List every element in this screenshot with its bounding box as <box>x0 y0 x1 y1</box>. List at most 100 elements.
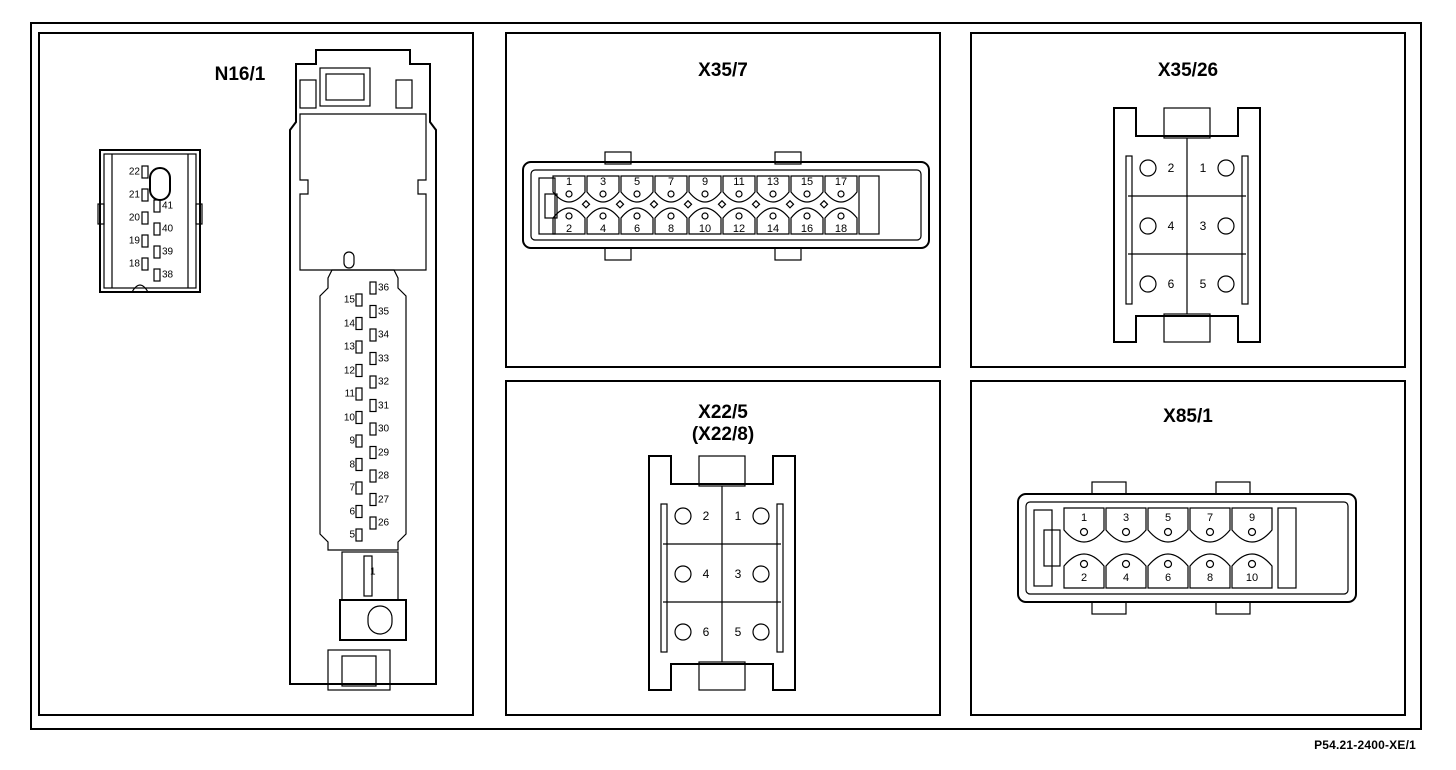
pin-cavity <box>1063 507 1105 543</box>
pin-contact <box>565 212 573 220</box>
panel-title: N16/1 <box>214 64 266 85</box>
pin-label: 6 <box>633 223 641 235</box>
pin-label: 1 <box>1080 512 1088 524</box>
pin-contact <box>769 212 777 220</box>
connector-outline <box>544 193 558 219</box>
pin-label: 15 <box>343 294 355 306</box>
connector-outline <box>1277 507 1297 589</box>
pin-label: 36 <box>378 282 390 294</box>
connector-outline <box>395 79 413 109</box>
pin-label: 26 <box>378 517 390 529</box>
pin-label: 8 <box>1206 572 1214 584</box>
pin-contact <box>1217 275 1235 293</box>
pin-contact <box>674 507 692 525</box>
pin-label: 35 <box>378 306 390 317</box>
pin-label: 18 <box>834 223 848 235</box>
pin-label: 2 <box>565 223 573 235</box>
connector-outline <box>858 175 880 235</box>
pin-slot <box>141 188 149 202</box>
panel-title: X22/5 <box>698 402 748 423</box>
pin-label: 29 <box>378 447 390 458</box>
x35-7-housing <box>522 161 930 249</box>
pin-separator <box>615 199 625 209</box>
pin-separator <box>819 199 829 209</box>
pin-label: 39 <box>162 246 174 258</box>
pin-contact <box>1163 559 1173 569</box>
pin-contact <box>1247 559 1257 569</box>
pin-label: 14 <box>343 318 355 329</box>
pin-label: 7 <box>667 176 675 188</box>
pin-slot <box>141 234 149 248</box>
pin-label: 4 <box>702 567 710 581</box>
pin-slot <box>153 222 161 236</box>
pin-slot <box>369 375 377 389</box>
pin-label: 18 <box>128 258 140 270</box>
pin-slot <box>141 257 149 271</box>
small-connector-housing <box>99 149 201 293</box>
panel-title: X35/26 <box>1157 60 1219 81</box>
pin-label: 12 <box>732 223 746 235</box>
pin-label: 32 <box>378 376 390 388</box>
pin-contact <box>752 507 770 525</box>
pin-label: 3 <box>1122 512 1130 524</box>
connector-outline <box>538 177 556 235</box>
pin-slot <box>355 363 363 378</box>
pin-slot <box>355 340 363 354</box>
connector-outline <box>363 555 373 597</box>
pin-contact <box>735 212 743 220</box>
pin-label: 2 <box>1080 572 1088 584</box>
pin-cavity <box>756 175 790 203</box>
pin-contact <box>1121 559 1131 569</box>
connector-outline <box>1025 501 1349 595</box>
pin-contact <box>1247 527 1257 537</box>
pin-label: 22 <box>128 166 140 178</box>
pin-label: 12 <box>343 365 355 376</box>
connector-outline <box>343 251 355 269</box>
connector-outline <box>660 503 668 653</box>
connector-outline <box>604 151 632 165</box>
pin-label: 15 <box>800 176 814 188</box>
pin-cavity <box>1147 553 1189 589</box>
pin-slot <box>369 469 377 483</box>
pin-cavity <box>824 207 858 235</box>
pin-contact <box>1079 527 1089 537</box>
pin-contact <box>837 212 845 220</box>
pin-label: 3 <box>734 567 742 581</box>
pin-label: 9 <box>349 435 355 447</box>
pin-separator <box>581 199 591 209</box>
long-connector-pin-field <box>319 269 407 551</box>
pin-contact <box>599 212 607 220</box>
pin-label: 19 <box>128 235 140 247</box>
pin-contact <box>752 623 770 641</box>
pin-slot <box>369 516 377 530</box>
connector-outline <box>774 151 802 165</box>
connector-outline <box>1091 481 1127 495</box>
pin-contact <box>1217 217 1235 235</box>
pin-cavity <box>1189 553 1231 589</box>
pin-slot <box>369 398 377 413</box>
small-connector-key <box>149 167 171 201</box>
panel-title: X85/1 <box>1163 406 1213 427</box>
pin-label: 4 <box>1167 219 1175 233</box>
n16-connector-drawing <box>97 49 437 691</box>
connector-outline <box>1091 601 1127 615</box>
pin-slot <box>369 445 377 460</box>
pin-cavity <box>1147 507 1189 543</box>
pin-label: 10 <box>1245 572 1259 584</box>
six-pin-housing <box>1113 107 1261 343</box>
pin-slot <box>141 165 149 179</box>
pin-label: 3 <box>599 176 607 188</box>
panel-title: X35/7 <box>698 60 748 81</box>
pin-label: 14 <box>766 223 780 235</box>
pin-label: 1 <box>734 509 742 523</box>
pin-cavity <box>722 207 756 235</box>
pin-label: 7 <box>1206 512 1214 524</box>
pin-contact <box>1163 527 1173 537</box>
pin-contact <box>837 190 845 198</box>
pin-contact <box>752 565 770 583</box>
pin-cavity <box>654 207 688 235</box>
pin-contact <box>701 212 709 220</box>
